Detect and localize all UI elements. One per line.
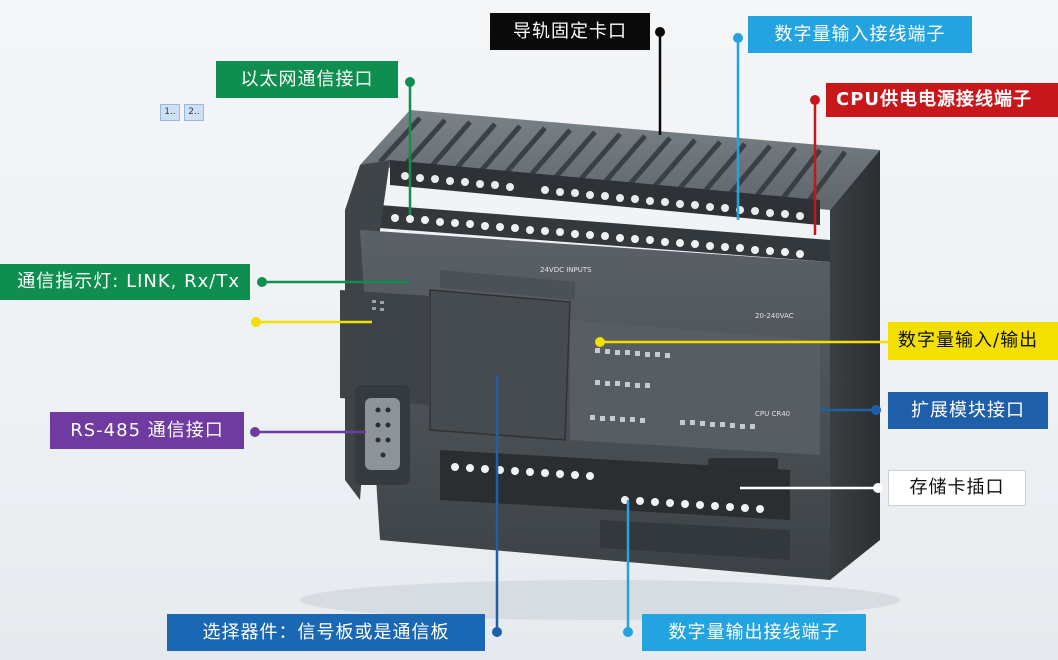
digital-output-terminal-label: 数字量输出接线端子 [642,614,866,651]
ethernet-port-label: 以太网通信接口 [216,61,398,98]
memory-card-slot-label: 存储卡插口 [888,470,1026,506]
cpu-power-terminal-label: CPU供电电源接线端子 [826,83,1058,117]
svg-text:20-240VAC: 20-240VAC [755,312,794,320]
cpu-model-text: CPU CR40 [755,410,790,418]
digital-io-status-label: 数字量输入/输出 [888,322,1058,360]
page-1-link[interactable]: 1.. [160,104,180,121]
signal-board-label: 选择器件：信号板或是通信板 [167,614,485,651]
comm-indicator-label: 通信指示灯: LINK, Rx/Tx [0,264,250,300]
digital-input-terminal-label: 数字量输入接线端子 [748,16,972,53]
page-2-link[interactable]: 2.. [184,104,204,121]
rs485-port-label: RS-485 通信接口 [50,412,244,449]
din-rail-clip-label: 导轨固定卡口 [490,13,650,50]
svg-text:24VDC INPUTS: 24VDC INPUTS [540,266,592,274]
page-indicator: 1.. 2.. [160,104,204,121]
expansion-port-label: 扩展模块接口 [888,392,1048,429]
